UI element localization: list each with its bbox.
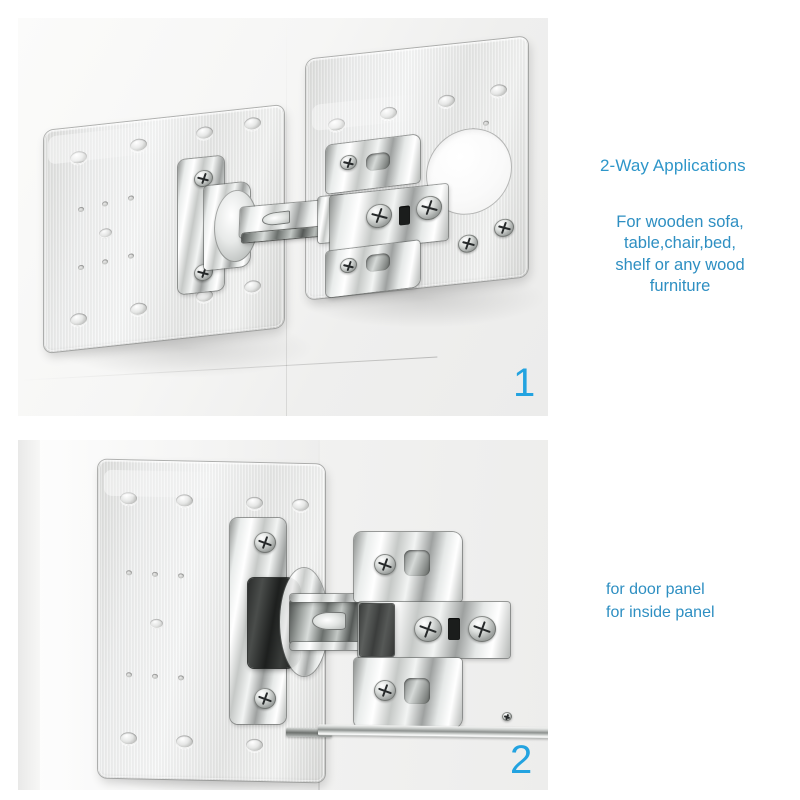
adjust-screw [414,616,442,642]
mounting-slot-black [399,205,410,226]
applications-body-line-1: For wooden sofa, [616,213,744,231]
hinge-arm-edge [290,642,374,650]
hinge-arm-edge [290,594,374,602]
mounting-screw [374,680,396,701]
applications-heading: 2-Way Applications [600,156,746,175]
hinge-screw [254,532,276,553]
applications-body-line-4: furniture [649,277,711,296]
step-number-2: 2 [510,738,533,782]
mounting-slot-black [448,618,460,640]
plate-screw [458,233,478,254]
applications-body-line-3: shelf or any wood [615,255,745,274]
mounting-slot [404,678,430,704]
hinge-screw [254,688,276,709]
mounting-bar-shadow [360,604,394,656]
marketing-text-column: 2-Way Applications For wooden sofa, tabl… [556,0,800,800]
plate-screw [494,217,514,238]
mounting-screw [374,554,396,575]
panel-usage-body: for door panel for inside panel [606,578,715,624]
panel-usage-line-2: for inside panel [606,604,715,622]
applications-body: For wooden sofa, table,chair,bed, shelf … [580,212,780,298]
panel-1-photo: 1 [18,18,548,416]
hinge-arm-teardrop [312,612,346,630]
panel-left-edge [18,440,40,790]
panel-2-photo: 2 [18,440,548,790]
mounting-slot [404,550,430,576]
step-number-1: 1 [513,361,536,405]
applications-body-line-2: table,chair,bed, [624,234,736,253]
panel-usage-line-1: for door panel [606,581,705,598]
adjust-screw [468,616,496,642]
wall-screw [502,712,512,721]
